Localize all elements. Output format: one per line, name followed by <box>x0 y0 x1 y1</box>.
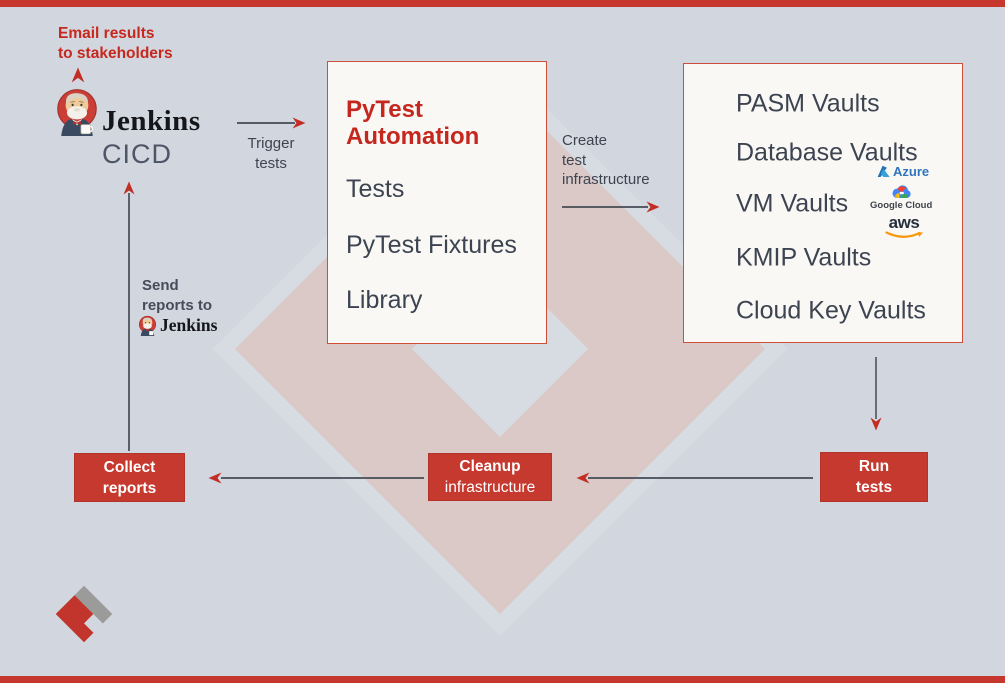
bottom-red-bar <box>0 676 1005 683</box>
jenkins-subtitle: CICD <box>102 139 172 169</box>
provider-aws: aws <box>885 214 923 240</box>
pytest-panel-title: PyTest Automation <box>346 96 480 150</box>
pytest-item-tests: Tests <box>346 175 405 203</box>
jenkins-logo-text: Jenkins <box>102 105 201 137</box>
cleanup-label-rest: infrastructure <box>444 479 536 496</box>
cleanup-box: Cleanup infrastructure <box>428 453 552 501</box>
google-cloud-label: Google Cloud <box>870 200 933 211</box>
jenkins-logo-icon <box>57 89 97 136</box>
vaults-panel: PASM Vaults Database Vaults VM Vaults KM… <box>683 63 963 343</box>
vault-item-kmip: KMIP Vaults <box>736 243 872 272</box>
pytest-item-fixtures: PyTest Fixtures <box>346 231 517 259</box>
vault-item-pasm: PASM Vaults <box>736 89 880 118</box>
collect-reports-label: Collect reports <box>102 458 157 497</box>
pytest-item-library: Library <box>346 286 423 314</box>
run-tests-label: Run tests <box>855 458 893 496</box>
cleanup-label-bold: Cleanup <box>459 458 521 475</box>
company-logo-icon <box>55 585 113 643</box>
jenkins-mini-icon <box>138 315 157 336</box>
vault-item-cloud-key: Cloud Key Vaults <box>736 296 926 325</box>
trigger-tests-label: Trigger tests <box>247 135 295 172</box>
top-red-bar <box>0 0 1005 7</box>
google-cloud-icon <box>892 185 911 199</box>
create-infrastructure-label: Create test infrastructure <box>562 132 650 188</box>
provider-azure: Azure <box>875 164 929 179</box>
aws-label: aws <box>888 213 920 232</box>
send-target-label: Jenkins <box>160 315 218 335</box>
run-tests-box: Run tests <box>820 452 928 502</box>
send-reports-jenkins: Jenkins <box>138 315 217 336</box>
vault-item-vm: VM Vaults <box>736 189 849 218</box>
pytest-automation-panel: PyTest Automation Tests PyTest Fixtures … <box>327 61 547 344</box>
azure-icon <box>877 165 890 177</box>
collect-reports-box: Collect reports <box>74 453 185 502</box>
email-results-note: Email results to stakeholders <box>58 25 173 62</box>
aws-swoosh-icon <box>885 231 923 238</box>
azure-label: Azure <box>893 164 930 179</box>
provider-google-cloud: Google Cloud <box>870 185 932 211</box>
send-reports-label: Send reports to <box>142 277 213 314</box>
